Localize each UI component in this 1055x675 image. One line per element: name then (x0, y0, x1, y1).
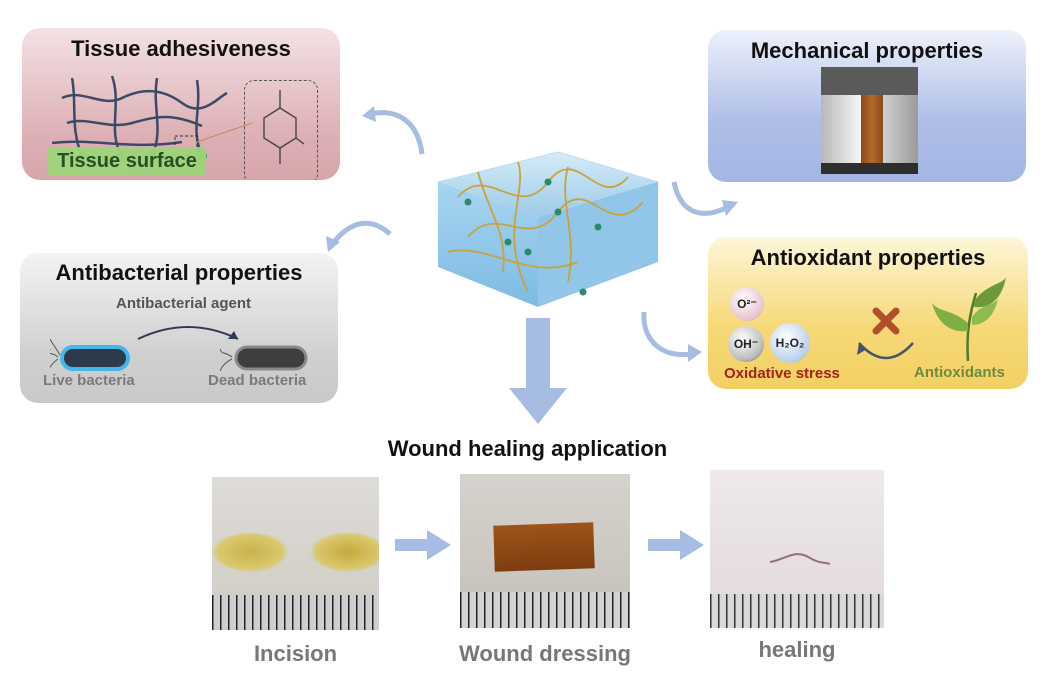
agent-arrow-icon (137, 326, 239, 340)
tissue-adhesiveness-panel: Tissue adhesiveness Tissue surface (22, 28, 340, 180)
healing-photo (710, 470, 884, 628)
curved-arrow-icon (641, 311, 702, 362)
dead-bacterium-icon (220, 345, 308, 372)
oxidative-stress-label: Oxidative stress (724, 365, 840, 382)
tissue-surface-label: Tissue surface (48, 147, 206, 175)
antioxidants-label: Antioxidants (914, 364, 1005, 381)
mechanical-properties-title: Mechanical properties (750, 38, 984, 63)
right-arrow-icon (648, 530, 704, 560)
wound-dressing-photo (460, 474, 630, 628)
wound-healing-title: Wound healing application (387, 436, 668, 461)
leaf-icon (932, 277, 1006, 362)
hydrogen-peroxide-ion: H₂O₂ (770, 323, 810, 363)
wound-dressing-caption: Wound dressing (459, 641, 631, 666)
catechol-structure-icon (263, 90, 305, 164)
antibacterial-agent-label: Antibacterial agent (116, 295, 252, 312)
hydroxyl-ion: OH⁻ (728, 326, 764, 362)
curved-arrow-icon (326, 220, 392, 252)
hydrogel-block-icon (436, 151, 660, 307)
antibacterial-properties-panel: Antibacterial properties Antibacterial a… (20, 253, 338, 403)
catechol-zoom-box (244, 80, 318, 180)
antibacterial-properties-title: Antibacterial properties (55, 260, 303, 285)
right-arrow-icon (395, 530, 451, 560)
dead-bacteria-label: Dead bacteria (208, 372, 307, 389)
cross-icon (857, 307, 914, 360)
incision-caption: Incision (253, 641, 338, 666)
compression-test-photo (821, 67, 918, 174)
incision-photo (212, 477, 379, 630)
antioxidant-properties-title: Antioxidant properties (750, 245, 986, 270)
curved-arrow-icon (671, 181, 738, 216)
mechanical-properties-panel: Mechanical properties (708, 30, 1026, 182)
live-bacteria-label: Live bacteria (43, 372, 135, 389)
curved-arrow-icon (362, 106, 425, 155)
tissue-adhesiveness-title: Tissue adhesiveness (71, 36, 291, 61)
antioxidant-properties-panel: Antioxidant properties O²⁻ OH⁻ H₂O₂ Oxid… (708, 237, 1028, 389)
down-arrow-icon (509, 318, 567, 424)
superoxide-ion: O²⁻ (730, 287, 764, 321)
healing-caption: healing (758, 637, 836, 662)
bacterium-icon (50, 338, 130, 371)
